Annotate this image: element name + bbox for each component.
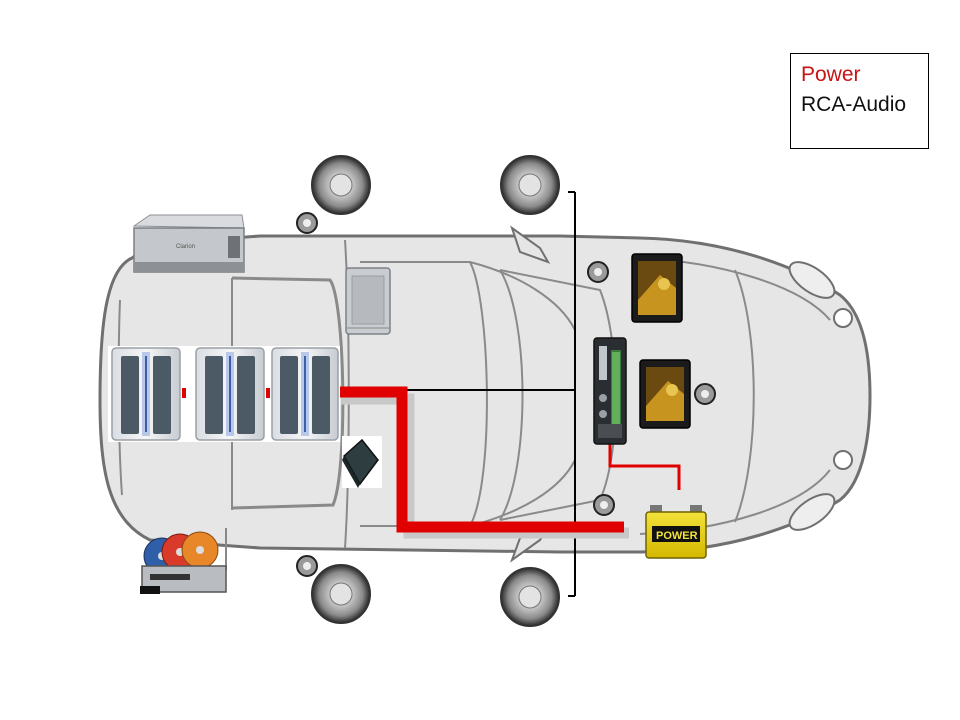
amplifier-bank — [108, 346, 340, 442]
monitor-icon — [632, 254, 682, 322]
legend-power-label: Power — [801, 60, 918, 90]
battery-icon: POWER — [646, 505, 706, 558]
amplifier-icon — [272, 348, 338, 440]
car-stereo-icon — [594, 338, 626, 444]
speaker-icon — [312, 565, 370, 623]
tweeter-icon — [594, 495, 614, 515]
legend-rca-audio-label: RCA-Audio — [801, 90, 918, 120]
legend: Power RCA-Audio — [790, 53, 929, 149]
box-icon — [342, 436, 382, 488]
tweeter-icon — [588, 262, 608, 282]
speaker-icon — [312, 156, 370, 214]
module-icon — [346, 268, 390, 334]
speaker-icon — [501, 568, 559, 626]
tweeter-icon — [297, 213, 317, 233]
monitor-icon — [640, 360, 690, 428]
amplifier-icon — [112, 348, 180, 440]
speaker-icon — [501, 156, 559, 214]
amplifier-icon — [196, 348, 264, 440]
tweeter-icon — [297, 556, 317, 576]
tweeter-icon — [695, 384, 715, 404]
svg-text:Clarion: Clarion — [176, 244, 195, 250]
svg-text:POWER: POWER — [656, 530, 698, 542]
dvd-changer-icon: Clarion — [134, 215, 244, 272]
